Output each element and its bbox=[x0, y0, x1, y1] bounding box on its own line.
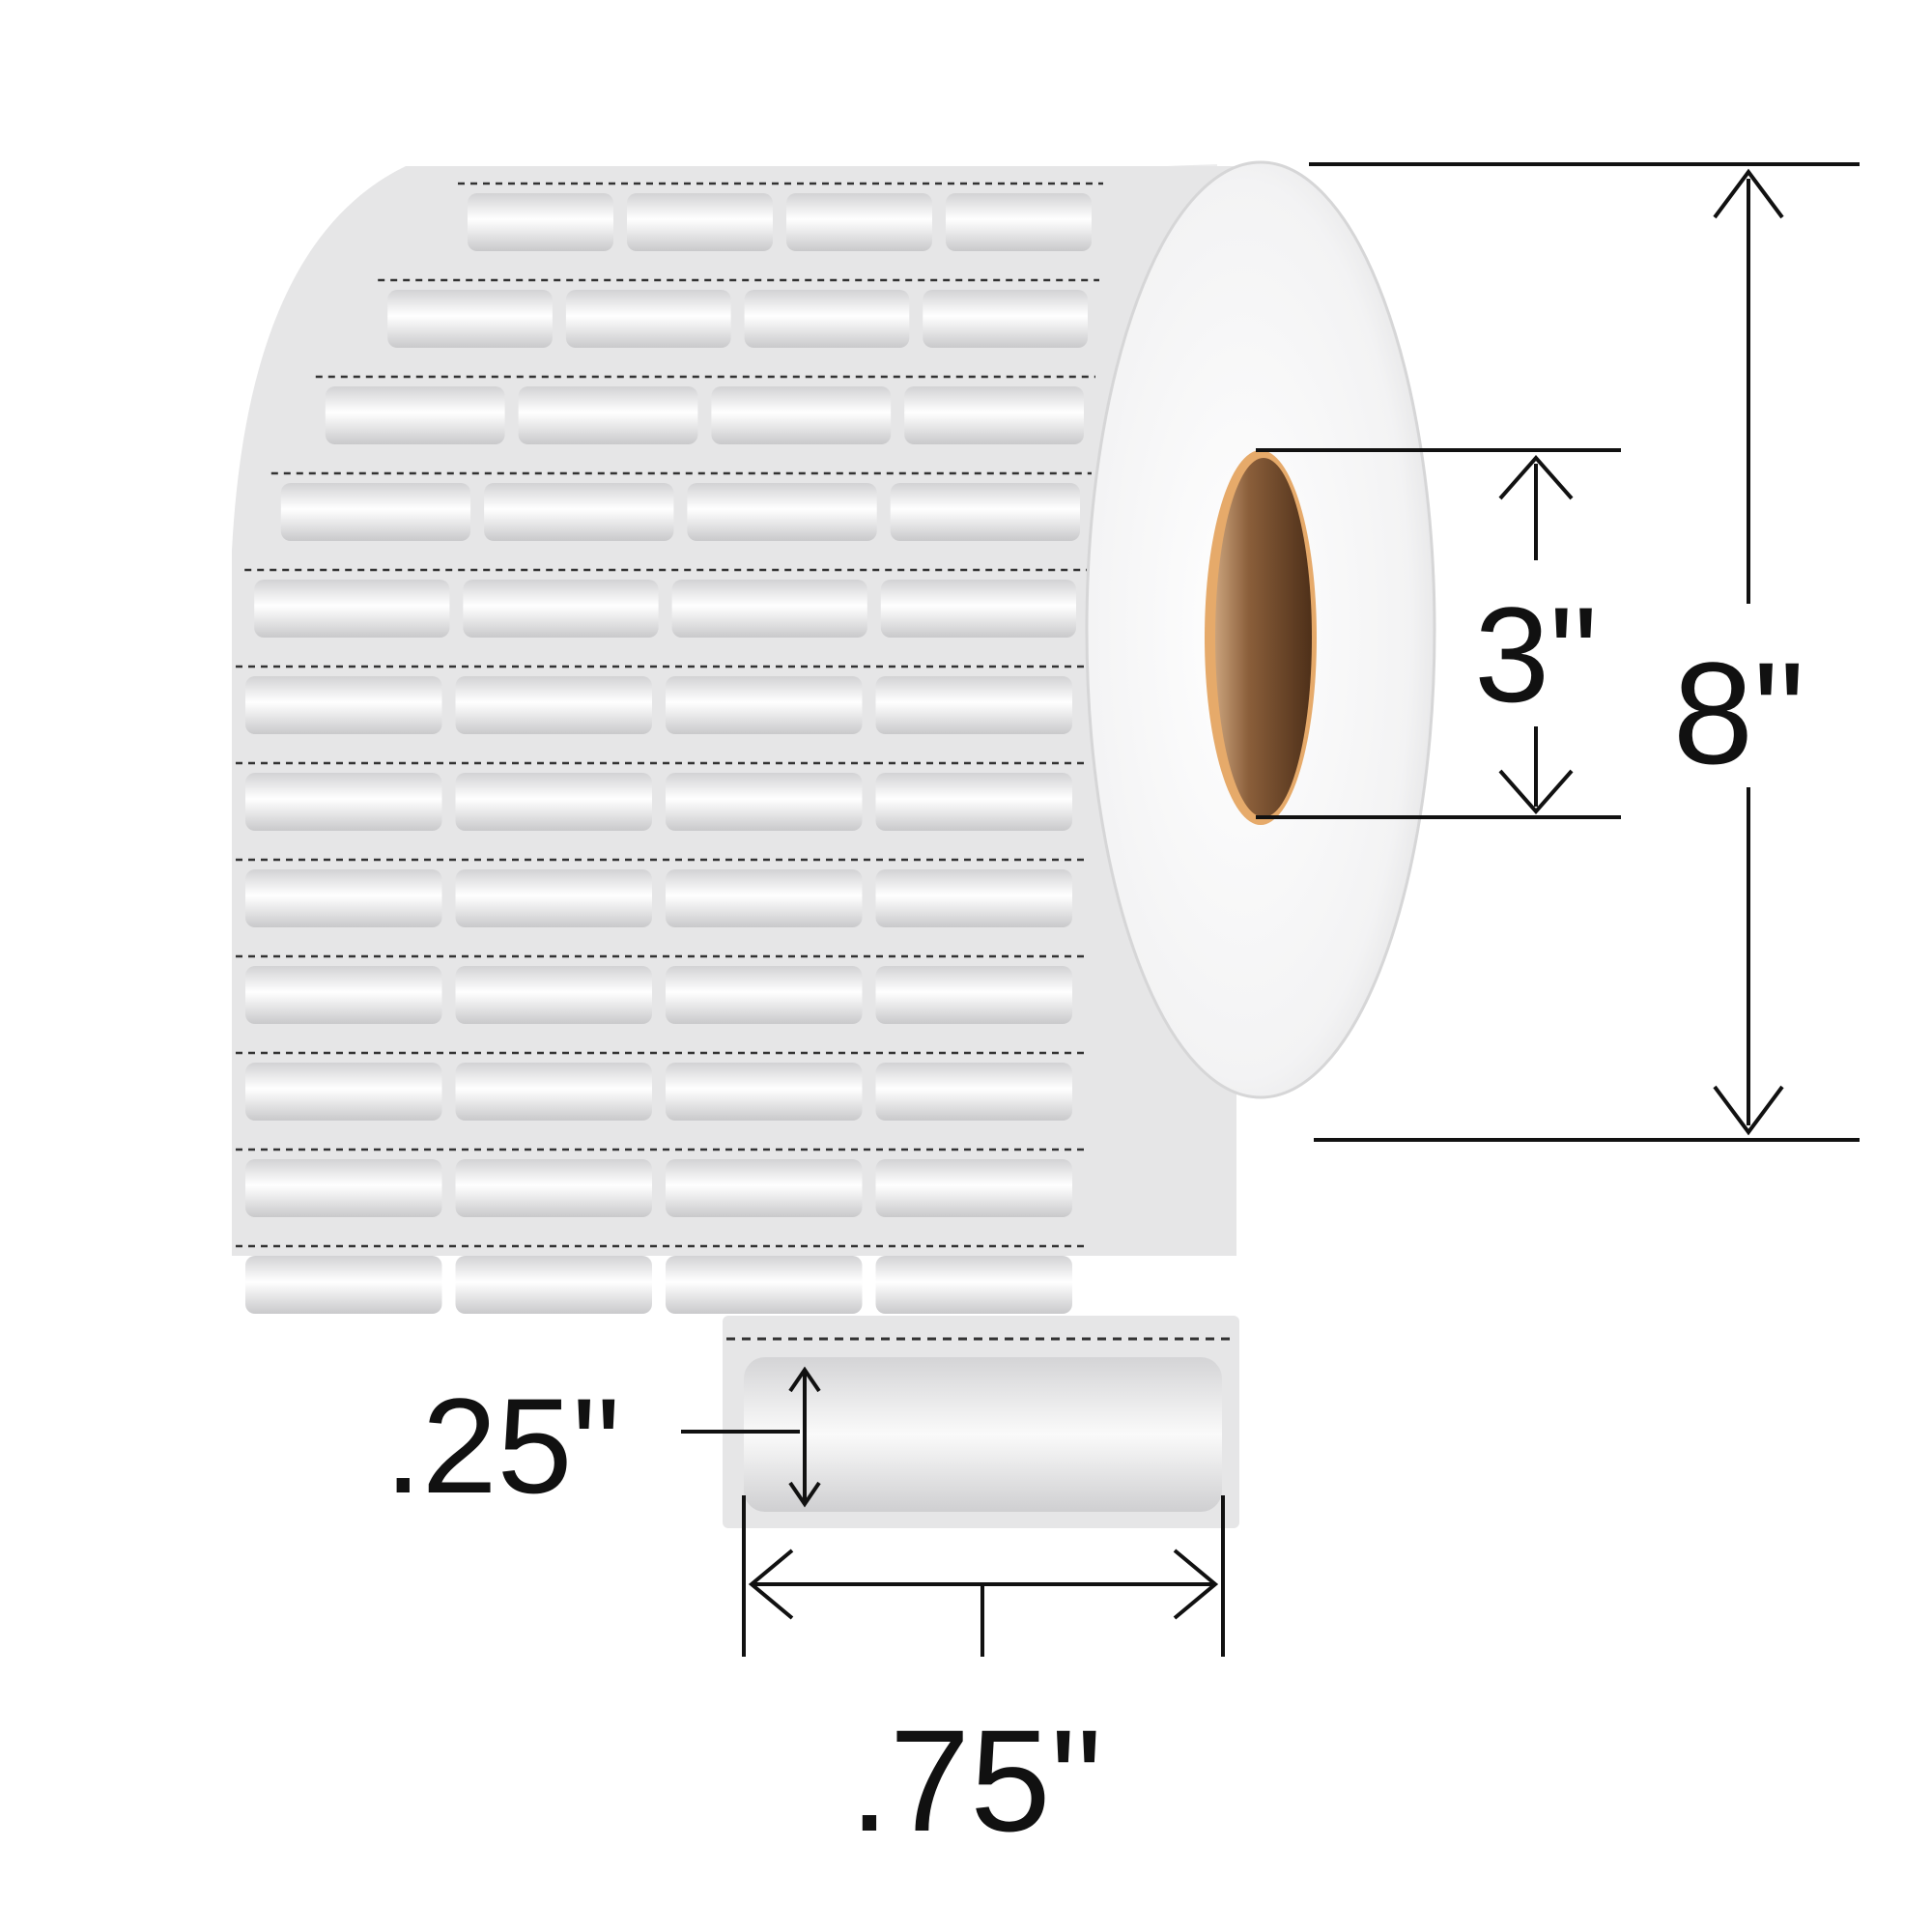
label-height-label: .25" bbox=[384, 1370, 620, 1521]
outer-diameter-label: 8" bbox=[1673, 632, 1805, 794]
roll-label bbox=[666, 966, 863, 1024]
outer-diameter-dimension bbox=[1309, 162, 1860, 1142]
roll-label bbox=[890, 483, 1080, 541]
roll-label bbox=[455, 966, 652, 1024]
roll-label bbox=[880, 580, 1076, 638]
roll-label bbox=[875, 1063, 1072, 1121]
roll-label bbox=[627, 193, 773, 251]
roll-label bbox=[875, 676, 1072, 734]
roll-label bbox=[245, 1256, 442, 1314]
roll-label bbox=[744, 290, 910, 348]
roll-label bbox=[518, 386, 698, 444]
core-diameter-dimension bbox=[1256, 448, 1621, 819]
roll-label bbox=[875, 1159, 1072, 1217]
label-width-dimension bbox=[742, 1495, 1225, 1657]
roll-label bbox=[245, 966, 442, 1024]
roll-label bbox=[687, 483, 877, 541]
roll-label bbox=[463, 580, 659, 638]
roll-label bbox=[245, 1063, 442, 1121]
roll-label bbox=[875, 869, 1072, 927]
roll-label bbox=[946, 193, 1092, 251]
label-width-label: .75" bbox=[849, 1699, 1102, 1861]
roll-label bbox=[245, 676, 442, 734]
roll-label bbox=[875, 773, 1072, 831]
roll-label bbox=[666, 1256, 863, 1314]
label-grid bbox=[236, 182, 1103, 1314]
roll-label bbox=[565, 290, 731, 348]
label-height-dimension bbox=[681, 1366, 821, 1508]
roll-label bbox=[280, 483, 471, 541]
roll-label bbox=[245, 869, 442, 927]
roll-label bbox=[455, 1159, 652, 1217]
roll-label bbox=[666, 676, 863, 734]
roll-label bbox=[245, 1159, 442, 1217]
roll-label bbox=[455, 773, 652, 831]
roll-label bbox=[254, 580, 450, 638]
roll-core bbox=[1215, 458, 1312, 817]
roll-label bbox=[666, 1063, 863, 1121]
roll-label bbox=[666, 1159, 863, 1217]
core-diameter-label: 3" bbox=[1474, 579, 1598, 730]
roll-label bbox=[671, 580, 867, 638]
roll-label bbox=[455, 1256, 652, 1314]
roll-label bbox=[455, 1063, 652, 1121]
roll-label bbox=[455, 869, 652, 927]
roll-label bbox=[666, 869, 863, 927]
roll-label bbox=[455, 676, 652, 734]
roll-label bbox=[245, 773, 442, 831]
roll-label bbox=[666, 773, 863, 831]
roll-label bbox=[325, 386, 505, 444]
roll-label bbox=[786, 193, 932, 251]
roll-label bbox=[711, 386, 892, 444]
roll-label bbox=[468, 193, 613, 251]
roll-label bbox=[904, 386, 1084, 444]
roll-label bbox=[875, 1256, 1072, 1314]
roll-label bbox=[923, 290, 1088, 348]
roll-label bbox=[875, 966, 1072, 1024]
single-label-face bbox=[744, 1357, 1222, 1512]
roll-label bbox=[484, 483, 674, 541]
roll-label bbox=[387, 290, 553, 348]
